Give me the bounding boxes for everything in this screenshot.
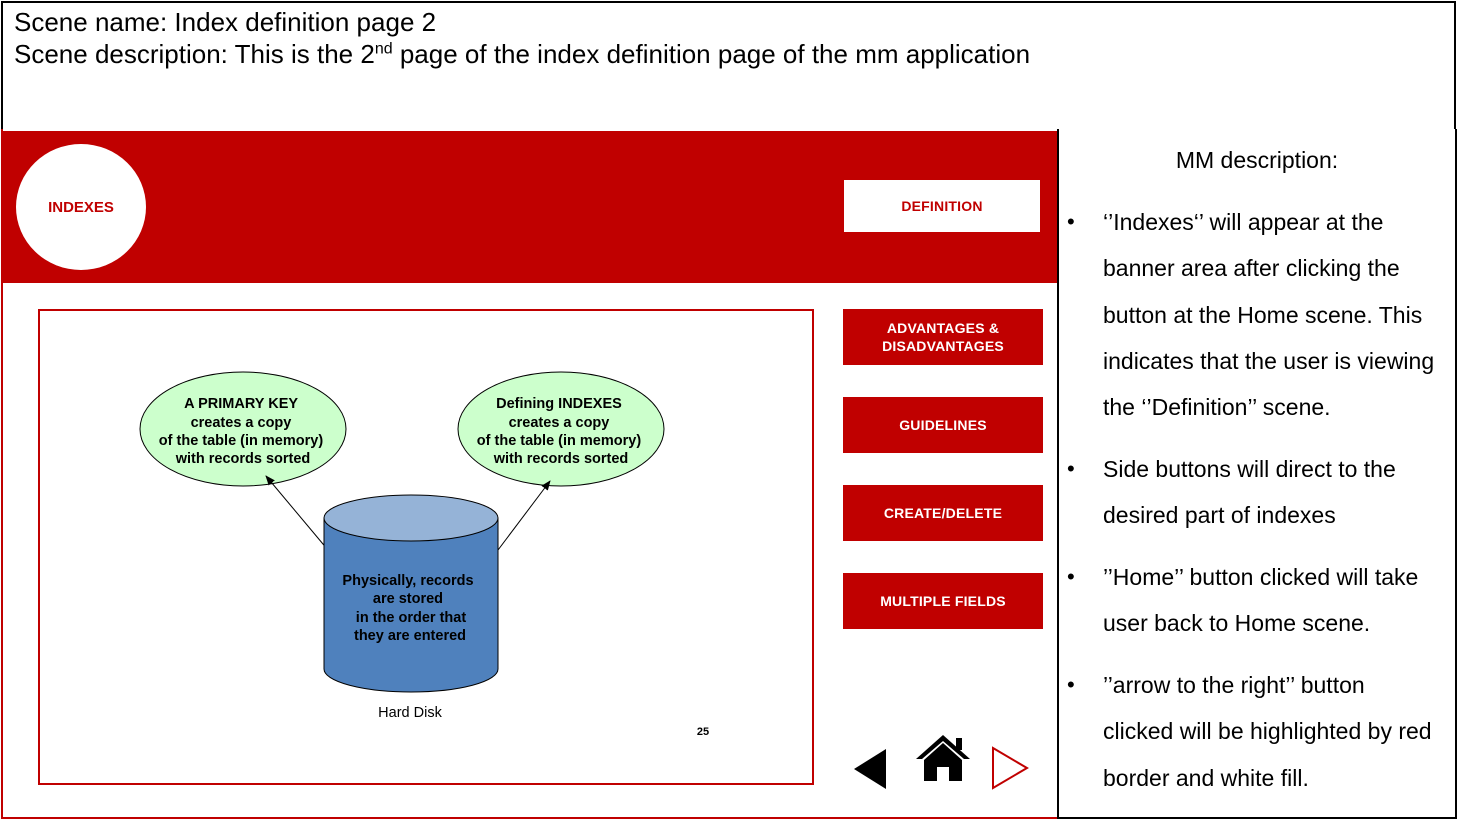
left-bubble-line: creates a copy <box>191 415 292 431</box>
triangle-right-outline-icon[interactable] <box>990 745 1030 791</box>
description-bullet: Side buttons will direct to the desired … <box>1103 446 1448 539</box>
definition-button[interactable]: DEFINITION <box>844 180 1040 232</box>
bullet-icon: • <box>1067 456 1075 481</box>
guidelines-button[interactable]: GUIDELINES <box>843 397 1043 453</box>
description-bullet: ’’Home’’ button clicked will take user b… <box>1103 554 1448 647</box>
left-bubble-line: of the table (in memory) <box>159 433 324 449</box>
bullet-line: border and white fill. <box>1103 764 1309 791</box>
advantages-disadvantages-button[interactable]: ADVANTAGES & DISADVANTAGES <box>843 309 1043 365</box>
description-bullet: ’’arrow to the right’’ button clicked wi… <box>1103 662 1448 801</box>
bullet-line: user back to Home scene. <box>1103 610 1371 637</box>
left-bubble-line: with records sorted <box>175 451 311 467</box>
cylinder-line: in the order that <box>356 610 467 626</box>
bullet-icon: • <box>1067 564 1075 589</box>
primary-key-bubble <box>139 371 347 487</box>
bullet-line: button at the Home scene. This <box>1103 301 1423 328</box>
index-diagram: A PRIMARY KEY creates a copy of the tabl… <box>139 371 709 738</box>
right-bubble-line: creates a copy <box>509 415 610 431</box>
description-bullet: ‘’Indexes‘’ will appear at the banner ar… <box>1103 199 1448 430</box>
bullet-line: clicked will be highlighted by red <box>1103 718 1432 745</box>
scene-description-text: Scene description: This is the 2 <box>14 39 375 69</box>
bullet-line: ’’Home’’ button clicked will take <box>1103 564 1419 590</box>
cylinder-line: are stored <box>373 591 443 607</box>
right-bubble-line: with records sorted <box>493 451 629 467</box>
scene-description: Scene description: This is the 2nd page … <box>14 39 1030 70</box>
right-bubble-line: of the table (in memory) <box>477 433 642 449</box>
triangle-left-icon[interactable] <box>852 747 888 791</box>
cylinder-top <box>323 494 499 542</box>
scene-header: Scene name: Index definition page 2 Scen… <box>1 1 1456 131</box>
bullet-icon: • <box>1067 672 1075 697</box>
multiple-fields-button[interactable]: MULTIPLE FIELDS <box>843 573 1043 629</box>
bullet-line: Side buttons will direct to the <box>1103 456 1396 482</box>
left-bubble-line: A PRIMARY KEY <box>184 396 298 412</box>
mm-description-panel: MM description: • ‘’Indexes‘’ will appea… <box>1057 129 1457 819</box>
right-bubble-line: Defining INDEXES <box>496 396 622 412</box>
svg-text:Physically, records are: Physically, records are stored in the or… <box>342 573 477 644</box>
right-arrow <box>491 480 551 559</box>
bullet-line: the ‘’Definition’’ scene. <box>1103 394 1331 421</box>
hard-disk-label: Hard Disk <box>378 705 442 721</box>
indexes-logo: INDEXES <box>16 144 146 270</box>
home-icon[interactable] <box>914 733 972 783</box>
hard-disk-cylinder <box>323 517 499 693</box>
content-frame: A PRIMARY KEY creates a copy of the tabl… <box>38 309 814 785</box>
scene-name: Scene name: Index definition page 2 <box>14 7 437 37</box>
slide-number: 25 <box>697 726 709 738</box>
bullet-line: ’’arrow to the right’’ button <box>1103 672 1365 698</box>
mm-description-heading: MM description: <box>1175 147 1339 173</box>
cylinder-line: Physically, records <box>342 573 473 589</box>
create-delete-button[interactable]: CREATE/DELETE <box>843 485 1043 541</box>
cylinder-line: they are entered <box>354 628 466 644</box>
bullet-line: desired part of indexes <box>1103 502 1336 529</box>
svg-text:Defining INDEXES creates: Defining INDEXES creates a copy of the t… <box>477 396 645 467</box>
bullet-line: banner area after clicking the <box>1103 255 1400 282</box>
bullet-line: ‘’Indexes‘’ will appear at the <box>1103 209 1384 235</box>
left-arrow <box>265 475 329 551</box>
bullet-icon: • <box>1067 209 1075 234</box>
advantages-label-line2: DISADVANTAGES <box>882 338 1004 354</box>
scene-description-rest: page of the index definition page of the… <box>392 39 1031 69</box>
advantages-label-line1: ADVANTAGES & <box>886 320 1000 336</box>
indexes-bubble <box>457 371 665 487</box>
svg-text:A PRIMARY KEY creates a: A PRIMARY KEY creates a copy of the tabl… <box>159 396 327 467</box>
bullet-line: indicates that the user is viewing <box>1103 347 1435 374</box>
ordinal-suffix: nd <box>374 40 393 58</box>
